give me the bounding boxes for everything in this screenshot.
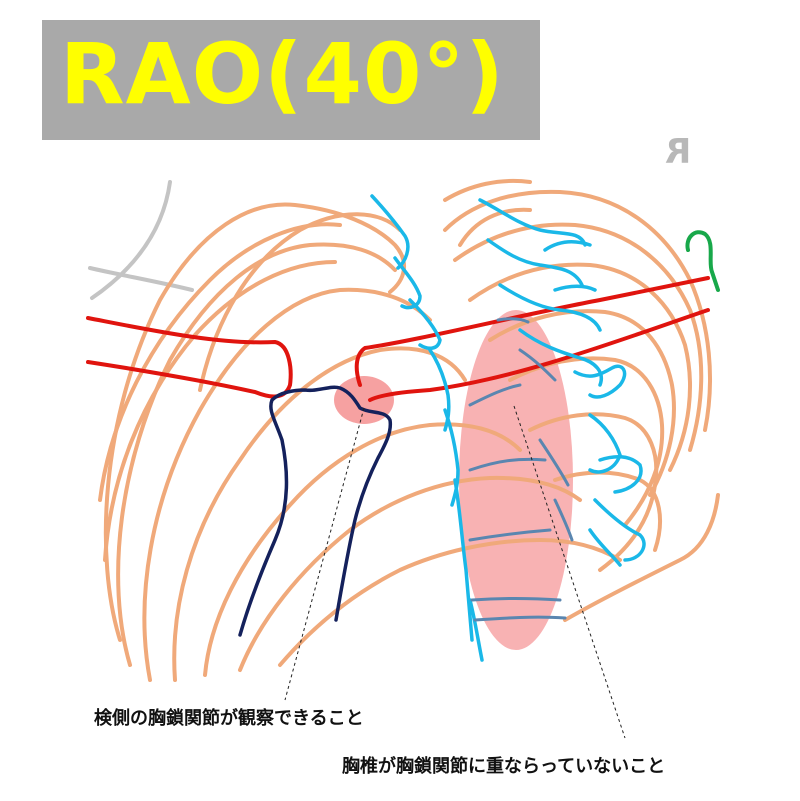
leader-lines — [284, 405, 626, 739]
thoracic-spine — [370, 194, 646, 662]
gray-lines — [88, 180, 194, 300]
annotation-sc-joint: 検側の胸鎖関節が観察できること — [94, 708, 364, 729]
ribs — [98, 178, 720, 682]
page-title: RAO(40°) — [60, 25, 505, 123]
sternum — [238, 385, 393, 637]
green-marker — [685, 230, 720, 292]
vertebral-edges — [468, 317, 574, 622]
annotation-spine-overlap: 胸椎が胸鎖関節に重ならっていないこと — [342, 756, 666, 777]
clavicles — [86, 276, 710, 402]
title-box — [42, 20, 540, 140]
